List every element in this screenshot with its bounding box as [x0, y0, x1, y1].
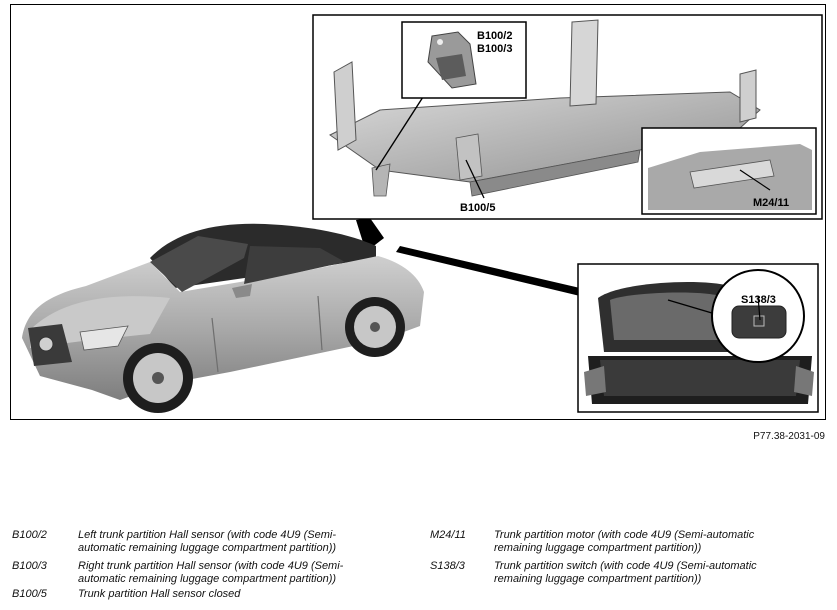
- legend-item: B100/2 Left trunk partition Hall sensor …: [12, 529, 412, 557]
- legend-code: M24/11: [430, 529, 466, 541]
- legend-description: Left trunk partition Hall sensor (with c…: [78, 529, 337, 554]
- legend-description: Right trunk partition Hall sensor (with …: [78, 560, 344, 585]
- legend-description: Trunk partition Hall sensor closed: [78, 588, 241, 600]
- component-location-diagram: B100/2 B100/3 B100/5 M24/11 S138/3: [22, 14, 823, 413]
- callout-s138-3: S138/3: [741, 294, 776, 306]
- callout-b100-2: B100/2: [477, 30, 512, 42]
- callout-m24-11: M24/11: [753, 197, 789, 209]
- legend-code: B100/2: [12, 529, 47, 541]
- legend-item: B100/5 Trunk partition Hall sensor close…: [12, 588, 412, 604]
- detail-box-trunk-partition: [312, 14, 823, 220]
- callout-b100-5: B100/5: [460, 202, 495, 214]
- legend-item: M24/11 Trunk partition motor (with code …: [430, 529, 830, 557]
- callout-b100-3: B100/3: [477, 43, 512, 55]
- figure-id: P77.38-2031-09: [753, 431, 825, 442]
- car-illustration: [22, 223, 424, 413]
- detail-box-trunk-switch: [577, 263, 819, 413]
- legend-item: S138/3 Trunk partition switch (with code…: [430, 560, 830, 588]
- legend-code: B100/5: [12, 588, 47, 600]
- legend-code: B100/3: [12, 560, 47, 572]
- legend-description: Trunk partition switch (with code 4U9 (S…: [494, 560, 757, 585]
- legend-item: B100/3 Right trunk partition Hall sensor…: [12, 560, 412, 588]
- legend-code: S138/3: [430, 560, 465, 572]
- legend-description: Trunk partition motor (with code 4U9 (Se…: [494, 529, 755, 554]
